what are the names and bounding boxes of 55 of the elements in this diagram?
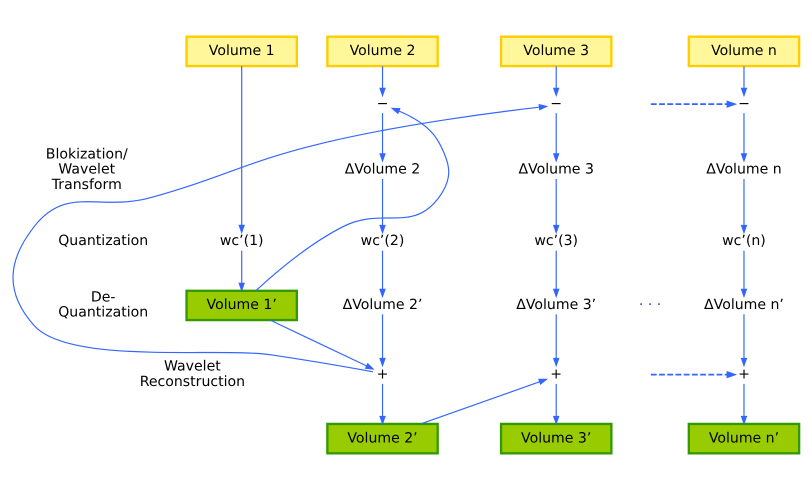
- node-box: Volume 3’: [500, 422, 613, 454]
- node-text: −: [376, 96, 388, 112]
- arrow: [238, 250, 245, 292]
- node-text: ΔVolume 3’: [516, 297, 596, 314]
- node-text: −: [738, 96, 750, 112]
- label: Blokization/ Wavelet Transform: [46, 146, 128, 193]
- arrow: [256, 108, 450, 292]
- node-text: +: [376, 366, 388, 382]
- node-box: Volume 3: [500, 36, 613, 68]
- node-text: ΔVolume 2: [344, 162, 420, 178]
- arrow: [552, 250, 560, 298]
- node-text: ΔVolume n’: [704, 297, 784, 314]
- arrow: [379, 66, 386, 98]
- node-text: +: [550, 366, 562, 382]
- arrow: [379, 384, 386, 426]
- node-text: wc’(2): [360, 233, 404, 250]
- node-box: Volume 1’: [185, 290, 298, 322]
- node-text: ΔVolume 2’: [342, 297, 422, 314]
- arrow: [650, 370, 738, 378]
- label: Wavelet Reconstruction: [140, 358, 246, 390]
- node-text: wc’(1): [220, 233, 264, 250]
- node-text: wc’(n): [722, 233, 766, 250]
- node-box: Volume 2’: [326, 422, 439, 454]
- node-text: −: [550, 96, 562, 112]
- arrow: [552, 66, 560, 98]
- arrow: [420, 378, 548, 425]
- node-text: wc’(3): [534, 233, 578, 250]
- arrow: [552, 314, 560, 368]
- label: De- Quantization: [58, 289, 148, 321]
- arrow: [740, 314, 748, 368]
- node-box: Volume 2: [326, 36, 439, 68]
- label: Quantization: [58, 233, 148, 250]
- arrow: [650, 100, 738, 108]
- arrow: [379, 250, 386, 298]
- arrow: [552, 384, 560, 426]
- arrow: [552, 113, 560, 163]
- node-box: Volume 1: [185, 36, 298, 68]
- node-text: +: [738, 366, 750, 382]
- arrow: [552, 179, 560, 234]
- arrow: [740, 113, 748, 163]
- arrow: [379, 314, 386, 368]
- arrow: [379, 179, 386, 234]
- label: · · ·: [638, 297, 662, 314]
- node-box: Volume n: [688, 36, 800, 68]
- arrow: [740, 179, 748, 234]
- arrow: [270, 320, 375, 370]
- arrow: [379, 113, 386, 163]
- node-box: Volume n’: [688, 422, 800, 454]
- node-text: ΔVolume n: [706, 162, 782, 178]
- arrow: [12, 104, 548, 372]
- arrow: [740, 250, 748, 298]
- arrow: [238, 66, 245, 234]
- node-text: ΔVolume 3: [518, 162, 594, 178]
- arrow: [740, 384, 748, 426]
- arrow: [740, 66, 748, 98]
